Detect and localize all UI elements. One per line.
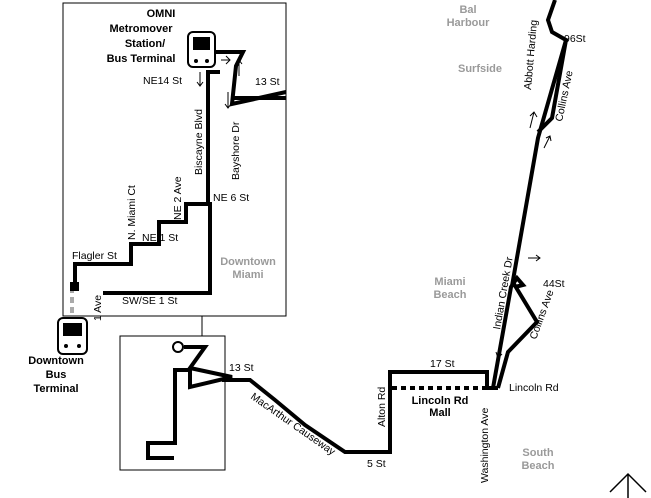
- eastbound-arrow-icon: [221, 55, 231, 65]
- bal-harbour-label-1: Bal: [459, 4, 476, 16]
- omni-label-1: OMNI: [147, 8, 176, 20]
- miami-beach-label-1: Miami: [434, 276, 465, 288]
- southbound-arrow-icon: [196, 72, 204, 87]
- biscayne-blvd-label: Biscayne Blvd: [193, 109, 205, 175]
- downtown-miami-label-1: Downtown: [220, 256, 276, 268]
- ne14-street-label: NE14 St: [143, 75, 182, 87]
- swse1-street-label: SW/SE 1 St: [122, 295, 178, 307]
- beach-southbound-arrow-icon: [495, 339, 503, 359]
- washington-ave-label: Washington Ave: [479, 408, 491, 483]
- flagler-street-label: Flagler St: [72, 250, 117, 262]
- beach-north-line: [491, 274, 527, 389]
- ne1-street-label: NE 1 St: [142, 232, 178, 244]
- omni-label-4: Bus Terminal: [107, 53, 176, 65]
- downtown-miami-label-2: Miami: [232, 269, 263, 281]
- omni-label-3: Station/: [125, 38, 165, 50]
- 1-ave-label: 1 Ave: [92, 295, 104, 321]
- macarthur-causeway-label: MacArthur Causeway: [248, 391, 338, 459]
- 13-street-inset-label: 13 St: [229, 362, 254, 374]
- ne6-street-label: NE 6 St: [213, 192, 249, 204]
- lincoln-road-label: Lincoln Rd: [509, 382, 559, 394]
- downtown-route-line: [73, 202, 212, 295]
- downtown-terminal-label-1: Downtown: [28, 355, 84, 367]
- 5-street-label: 5 St: [367, 458, 386, 470]
- alton-rd-label: Alton Rd: [376, 387, 388, 427]
- downtown-terminal-label-2: Bus: [46, 369, 67, 381]
- bus-icon: [187, 31, 216, 68]
- indian-creek-line: [496, 282, 540, 389]
- abbott-arrow-icon: [529, 111, 538, 129]
- 44-street-label: 44St: [543, 278, 565, 290]
- miami-beach-label-2: Beach: [433, 289, 466, 301]
- macarthur-causeway-line: [222, 370, 498, 454]
- northbound-arrow-icon: [235, 59, 243, 76]
- omni-label-2: Metromover: [110, 23, 174, 35]
- 13-street-top-label: 13 St: [255, 76, 280, 88]
- abbott-harding-label: Abbott Harding: [522, 19, 540, 90]
- inset-loop-line: [184, 345, 233, 390]
- compass-north-icon: [609, 472, 647, 498]
- causeway-inset-frame: [119, 335, 226, 471]
- downtown-terminal-label-3: Terminal: [33, 383, 78, 395]
- lincoln-mall-label-2: Mall: [429, 407, 450, 419]
- downtown-inset-frame: [62, 2, 287, 317]
- 17-street-label: 17 St: [430, 358, 455, 370]
- inset-end-circle: [172, 341, 184, 353]
- 96-street-label: 96St: [564, 33, 586, 45]
- biscayne-route-line: [206, 70, 220, 204]
- beach-eastbound-arrow-icon: [528, 254, 541, 262]
- lincoln-mall-label-1: Lincoln Rd: [412, 395, 469, 407]
- downtown-stop-marker: [70, 282, 79, 291]
- south-beach-label-1: South: [522, 447, 553, 459]
- inset-branch-line: [146, 368, 190, 460]
- n-miami-ct-label: N. Miami Ct: [126, 185, 138, 240]
- bal-harbour-label-2: Harbour: [447, 17, 491, 29]
- surfside-label: Surfside: [458, 63, 502, 75]
- collins-arrow-icon: [543, 135, 552, 149]
- bayshore-dr-label: Bayshore Dr: [230, 121, 242, 180]
- ne2-ave-label: NE 2 Ave: [172, 176, 184, 220]
- collins-line: [510, 0, 569, 287]
- indian-creek-dr-label: Indian Creek Dr: [491, 256, 516, 331]
- south-beach-label-2: Beach: [521, 460, 554, 472]
- bus-icon: [57, 317, 88, 355]
- bayshore-arrow-icon: [224, 92, 232, 109]
- abbott-harding-line: [536, 39, 568, 134]
